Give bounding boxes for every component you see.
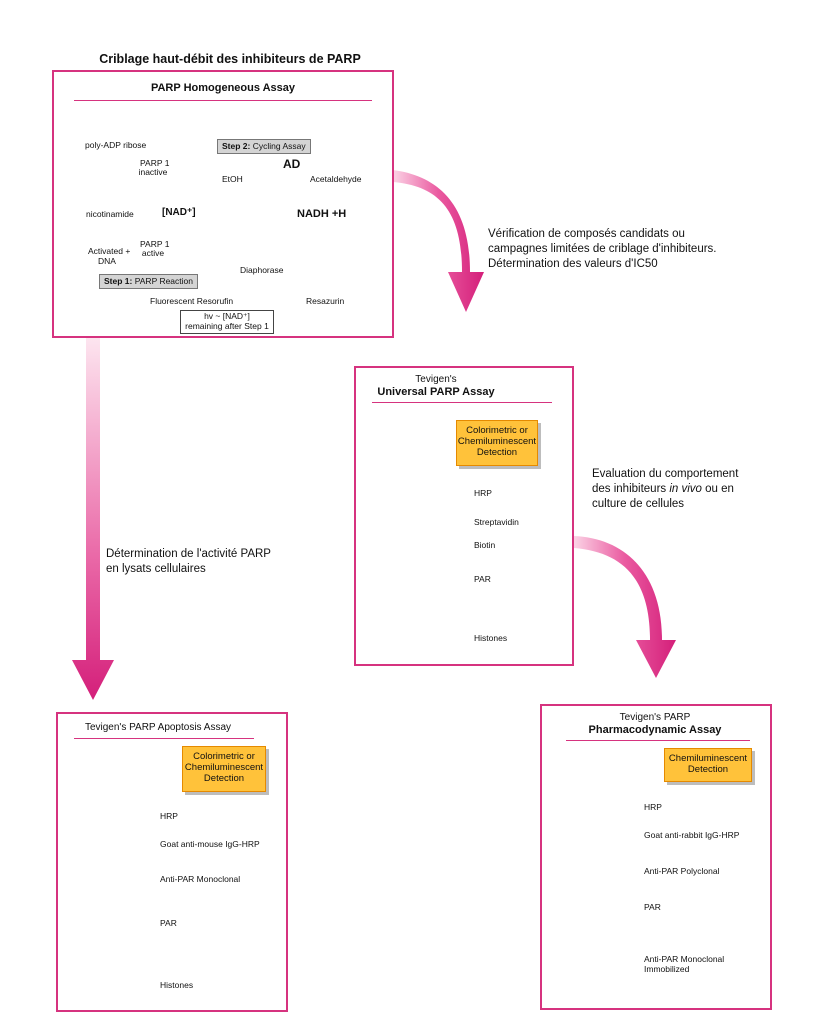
universal-label-histones: Histones <box>474 633 508 643</box>
note-lysates-2: en lysats cellulaires <box>106 563 206 575</box>
pharmaco-label-anti-par-polyclonal: Anti-PAR Polyclonal <box>644 866 720 876</box>
apoptosis-title: Tevigen's PARP Apoptosis Assay <box>84 722 232 733</box>
step2-box: Step 2: Cycling Assay <box>217 139 311 154</box>
homogeneous-title: PARP Homogeneous Assay <box>150 82 296 94</box>
universal-label-par: PAR <box>474 574 491 584</box>
note-verification-2: campagnes limitées de criblage d'inhibit… <box>488 243 717 255</box>
nadh-label: NADH +H <box>297 208 347 220</box>
etoh-label: EtOH <box>222 174 243 184</box>
homogeneous-assay-panel <box>52 70 394 338</box>
pharmaco-title-top: Tevigen's PARP <box>619 712 691 723</box>
pharmaco-label-hrp: HRP <box>644 802 662 812</box>
pharmaco-title-rule <box>566 740 750 741</box>
note-verification-3: Détermination des valeurs d'IC50 <box>488 258 658 270</box>
parp-inactive-label-1: PARP 1 <box>140 158 170 168</box>
note-evaluation-2b: in vivo <box>669 483 702 495</box>
note-evaluation-2: des inhibiteurs in vivo ou en <box>592 482 734 497</box>
pharmaco-label-anti-par-monoclonal: Anti-PAR Monoclonal <box>644 954 725 964</box>
step1-name: PARP Reaction <box>134 276 193 286</box>
parp-active-label-2: active <box>141 248 165 258</box>
parp-inactive-label-2: inactive <box>138 167 168 177</box>
flow-arrow-to-pharmaco <box>574 536 676 678</box>
pharmaco-detection-box: Chemiluminescent Detection <box>664 748 752 782</box>
note-verification-1: Vérification de composés candidats ou <box>488 228 685 240</box>
universal-title-rule <box>372 402 552 403</box>
note-lysates-1: Détermination de l'activité PARP <box>106 548 271 560</box>
activated-dna-label-1: Activated + <box>88 246 131 256</box>
note-evaluation-3: culture de cellules <box>592 498 685 510</box>
homogeneous-title-rule <box>74 100 372 101</box>
note-evaluation-1: Evaluation du comportement <box>592 468 739 480</box>
apoptosis-title-rule <box>74 738 254 739</box>
pharmaco-title-bold: Pharmacodynamic Assay <box>588 724 722 736</box>
apoptosis-label-goat-anti-mouse: Goat anti-mouse IgG-HRP <box>160 839 260 849</box>
step1-box: Step 1: PARP Reaction <box>99 274 198 289</box>
note-evaluation-2c: ou en <box>701 483 734 495</box>
diaphorase-label: Diaphorase <box>240 265 284 275</box>
pharmaco-label-par: PAR <box>644 902 661 912</box>
ad-label: AD <box>283 157 301 171</box>
universal-detection-line-1: Colorimetric or <box>466 425 528 436</box>
universal-title-bold: Universal PARP Assay <box>377 386 495 398</box>
poly-adp-label: poly-ADP ribose <box>85 140 147 150</box>
pharmaco-label-goat-anti-rabbit: Goat anti-rabbit IgG-HRP <box>644 830 740 840</box>
resazurin-label: Resazurin <box>306 296 345 306</box>
nicotinamide-label: nicotinamide <box>86 209 134 219</box>
apoptosis-label-histones: Histones <box>160 980 194 990</box>
universal-label-streptavidin: Streptavidin <box>474 517 519 527</box>
apoptosis-detection-line-2: Chemiluminescent <box>184 762 264 773</box>
universal-assay-panel <box>354 366 574 666</box>
flow-arrow-to-universal <box>393 170 484 312</box>
apoptosis-label-anti-par-monoclonal: Anti-PAR Monoclonal <box>160 874 241 884</box>
universal-label-biotin: Biotin <box>474 540 496 550</box>
flow-arrow-to-apoptosis <box>72 336 114 700</box>
apoptosis-label-hrp: HRP <box>160 811 178 821</box>
apoptosis-detection-line-1: Colorimetric or <box>193 751 255 762</box>
acetaldehyde-label: Acetaldehyde <box>310 174 362 184</box>
step1-number: Step 1: <box>104 276 133 286</box>
step2-number: Step 2: <box>222 141 251 151</box>
universal-title-top: Tevigen's <box>415 374 457 385</box>
pharmaco-label-immobilized: Immobilized <box>644 964 690 974</box>
pharmaco-detection-line-1: Chemiluminescent <box>668 753 748 764</box>
note-evaluation-2a: des inhibiteurs <box>592 483 670 495</box>
parp-active-label-1: PARP 1 <box>140 239 170 249</box>
universal-detection-line-2: Chemiluminescent <box>457 436 537 447</box>
universal-label-hrp: HRP <box>474 488 492 498</box>
hv-line-2: remaining after Step 1 <box>185 320 269 331</box>
apoptosis-detection-box: Colorimetric or Chemiluminescent Detecti… <box>182 746 266 792</box>
universal-detection-box: Colorimetric or Chemiluminescent Detecti… <box>456 420 538 466</box>
step2-name: Cycling Assay <box>252 141 306 151</box>
pharmaco-detection-line-2: Detection <box>687 764 729 775</box>
resorufin-label: Fluorescent Resorufin <box>150 296 234 306</box>
hv-line-1: hv ~ [NAD⁺] <box>204 311 250 321</box>
apoptosis-detection-line-3: Detection <box>203 773 245 784</box>
hv-box: hv ~ [NAD⁺] remaining after Step 1 <box>180 310 274 334</box>
universal-detection-line-3: Detection <box>476 447 518 458</box>
nad-label: [NAD⁺] <box>162 207 196 218</box>
activated-dna-label-2: DNA <box>98 256 116 266</box>
apoptosis-label-par: PAR <box>160 918 177 928</box>
main-title: Criblage haut-débit des inhibiteurs de P… <box>99 52 361 66</box>
